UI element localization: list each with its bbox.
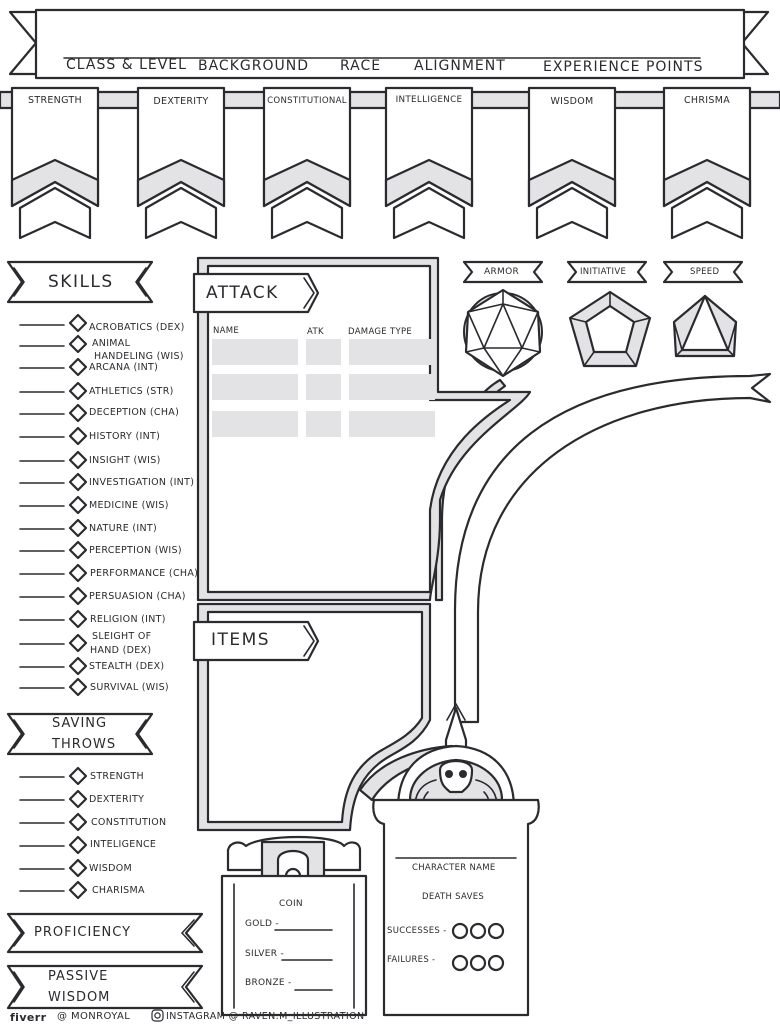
save-inteligence: Inteligence (90, 839, 157, 850)
saving-throws-title-2: Throws (52, 737, 117, 752)
fiverr-brand: fiverr (10, 1011, 47, 1024)
skill-investigation: Investigation (Int) (89, 477, 195, 488)
attack-col-atk: Atk (307, 327, 324, 337)
skill-arcana: Arcana (Int) (89, 362, 159, 373)
header-banner (8, 8, 770, 80)
coin-title: Coin (279, 899, 303, 909)
skill-deception: Deception (Cha) (89, 407, 180, 418)
attack-col-damage-type: Damage Type (348, 327, 413, 337)
fiverr-handle: @ Monroyal (57, 1011, 131, 1022)
instagram-credit: Instagram @ Raven.m_illustration (166, 1011, 365, 1022)
initiative-banner (566, 260, 652, 368)
initiative-label: Initiative (580, 267, 627, 277)
speed-banner (662, 260, 744, 358)
skills-title: Skills (48, 272, 114, 292)
coin-silver: Silver - (245, 949, 284, 959)
proficiency-title: Proficiency (34, 925, 132, 940)
skill-athletics: Athletics (Str) (89, 386, 174, 397)
successes-label: Successes - (387, 926, 447, 936)
items-title: Items (211, 630, 271, 650)
skill-animal: Animal (92, 338, 131, 349)
ability-banners (0, 86, 780, 240)
experience-points-label: Experience Points (543, 59, 704, 75)
coin-gold: Gold - (245, 919, 279, 929)
class-level-label: Class & Level (66, 57, 187, 73)
skill-survival: Survival (Wis) (90, 682, 169, 693)
save-charisma: Charisma (92, 885, 145, 896)
save-wisdom: Wisdom (89, 863, 133, 874)
skill-medicine: Medicine (Wis) (89, 500, 169, 511)
failures-label: Failures - (387, 955, 436, 965)
skill-markers (19, 313, 88, 697)
skill-stealth: Stealth (Dex) (89, 661, 165, 672)
ability-constitutional: Constitutional (267, 96, 347, 106)
armor-banner (462, 260, 544, 378)
save-strength: Strength (90, 771, 144, 782)
proficiency-banner (6, 912, 204, 954)
save-dexterity: Dexterity (89, 794, 145, 805)
ability-dexterity: Dexterity (153, 96, 209, 107)
skill-sleight-of: Sleight of (92, 631, 152, 642)
background-label: Background (198, 58, 309, 74)
coin-chest (220, 835, 368, 1017)
skill-acrobatics: Acrobatics (Dex) (89, 322, 185, 333)
items-panel-frame (192, 602, 432, 832)
skill-insight: Insight (Wis) (89, 455, 161, 466)
skill-history: History (Int) (89, 431, 161, 442)
skills-banner (6, 260, 154, 304)
passive-wisdom-banner (6, 964, 204, 1010)
saving-throw-markers (19, 766, 88, 900)
skill-performance: Performance (Cha) (90, 568, 199, 579)
alignment-label: Alignment (414, 58, 506, 74)
saving-throws-banner (6, 712, 154, 756)
speed-label: Speed (690, 267, 720, 277)
skill-religion: Religion (Int) (90, 614, 166, 625)
skill-animal-handeling: Handeling (Wis) (94, 351, 184, 362)
ability-chrisma: Chrisma (683, 95, 730, 106)
passive-wisdom-title-2: Wisdom (48, 990, 111, 1005)
instagram-icon (151, 1009, 164, 1022)
armor-label: Armor (484, 267, 520, 277)
race-label: Race (340, 58, 382, 74)
ability-wisdom: Wisdom (550, 96, 594, 107)
skill-persuasion: Persuasion (Cha) (89, 591, 186, 602)
coin-bronze: Bronze - (245, 978, 292, 988)
skill-nature: Nature (Int) (89, 523, 157, 534)
skill-sleight-hand: Hand (Dex) (90, 645, 152, 656)
saving-throws-title-1: Saving (52, 716, 108, 731)
tombstone (372, 744, 540, 1017)
ability-strength: Strength (28, 95, 82, 106)
attack-col-name: Name (213, 326, 240, 336)
attack-title: Attack (206, 283, 279, 303)
skill-perception: Perception (Wis) (89, 545, 182, 556)
passive-wisdom-title-1: Passive (48, 969, 109, 984)
save-constitution: Constitution (91, 817, 167, 828)
character-name-label: Character Name (412, 863, 496, 873)
death-saves-label: Death Saves (422, 892, 485, 902)
ability-intelligence: Intelligence (395, 95, 463, 105)
attack-panel-frame (192, 256, 532, 602)
